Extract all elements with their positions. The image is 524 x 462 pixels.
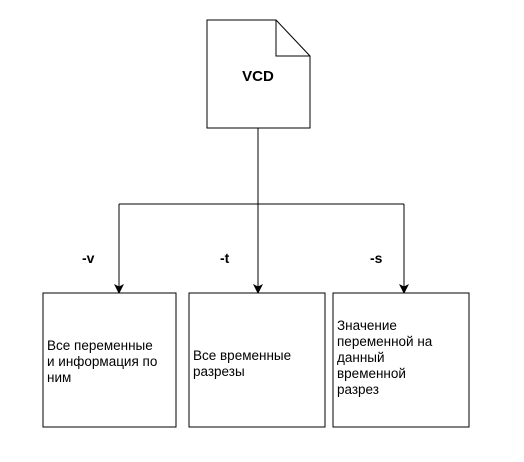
vcd-file-node: VCD: [206, 19, 311, 129]
box-all-variables: [42, 292, 177, 428]
vcd-file-label: VCD: [242, 68, 274, 85]
flag-label-v: -v: [82, 250, 95, 266]
flag-label-s: -s: [370, 250, 383, 266]
flag-label-t: -t: [220, 250, 230, 266]
document-fold: [275, 20, 310, 57]
box-all-timeslices-text: Все временные разрезы: [193, 348, 292, 379]
box-variable-value: [332, 292, 470, 428]
box-all-variables-text: Все переменные и информация по ним: [47, 338, 158, 385]
box-all-timeslices: [188, 292, 326, 428]
document-icon: [206, 19, 311, 129]
box-variable-value-text: Значение переменной на данный временной …: [337, 318, 433, 397]
